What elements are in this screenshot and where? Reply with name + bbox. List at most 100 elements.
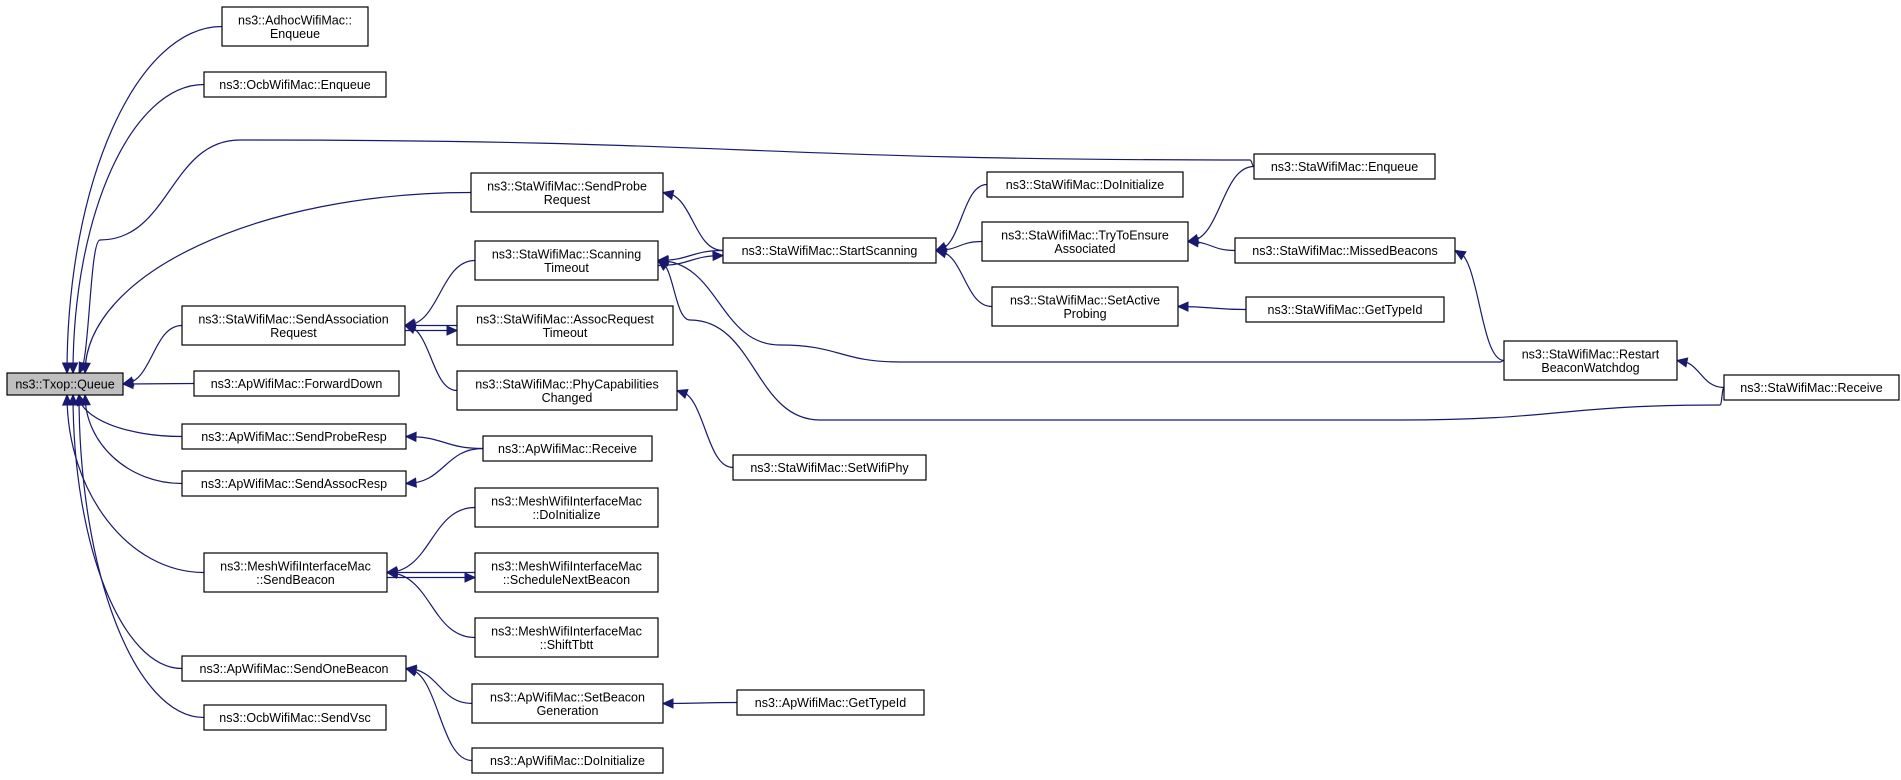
edge-sta_doinit-to-sta_start_scanning [935,183,988,252]
node-label-line: ns3::ApWifiMac::SendProbeResp [201,430,387,444]
node-label-line: ns3::StaWifiMac::GetTypeId [1268,303,1423,317]
node-mesh-shift[interactable]: ns3::MeshWifiInterfaceMac::ShiftTbtt [474,617,659,658]
node-sta-doinit[interactable]: ns3::StaWifiMac::DoInitialize [986,171,1184,198]
node-box [221,6,369,47]
edge-sta_enqueue-to-txop_queue [78,139,1255,374]
node-sta-set-wifi-phy[interactable]: ns3::StaWifiMac::SetWifiPhy [732,454,927,481]
node-box [482,435,653,462]
node-label-line: ns3::MeshWifiInterfaceMac [491,624,642,638]
node-box [193,370,400,397]
node-box [456,305,674,346]
node-sta-missed-beacons[interactable]: ns3::StaWifiMac::MissedBeacons [1234,237,1456,264]
node-label-line: ns3::ApWifiMac::ForwardDown [211,377,383,391]
arrowhead-sta_receive-to-sta_scanning_timeout [657,259,670,272]
node-box [181,423,407,450]
node-label-line: ::ShiftTbtt [540,638,594,652]
node-box [991,286,1179,327]
node-box [1245,296,1445,323]
edge-adhoc_enqueue-to-txop_queue [66,25,223,374]
node-box [736,689,925,716]
edge-ap_receive-to-ap_send_probe_resp [405,435,484,450]
edge-sta_set_wifi_phy-to-sta_phy_cap [676,389,734,469]
node-box [471,683,664,724]
edge-ap_forward_down-to-txop_queue [122,382,195,385]
node-label-line: ns3::StaWifiMac::Receive [1740,381,1882,395]
node-box [181,655,407,682]
node-box [1723,374,1900,401]
node-box [474,487,659,528]
node-label-line: Probing [1063,307,1106,321]
node-ap-gettypeid[interactable]: ns3::ApWifiMac::GetTypeId [736,689,925,716]
node-label-line: ns3::StaWifiMac::MissedBeacons [1252,244,1438,258]
arrowhead-sta_start_scanning-to-sta_send_probe [661,189,675,201]
edge-sta_send_assoc-to-txop_queue [122,324,183,385]
node-adhoc-enqueue[interactable]: ns3::AdhocWifiMac::Enqueue [221,6,369,47]
node-box [1503,340,1678,381]
node-label-line: ::SendBeacon [256,573,335,587]
node-box [471,747,664,774]
node-box [203,704,387,731]
node-label-line: ns3::MeshWifiInterfaceMac [220,559,371,573]
node-label-line: BeaconWatchdog [1541,361,1639,375]
node-ap-send-assoc-resp[interactable]: ns3::ApWifiMac::SendAssocResp [181,470,407,497]
node-box [474,617,659,658]
edges-layer [61,25,1725,762]
node-sta-gettypeid[interactable]: ns3::StaWifiMac::GetTypeId [1245,296,1445,323]
arrowhead-ap_receive-to-ap_send_probe_resp [404,431,417,443]
node-box [1234,237,1456,264]
node-box [986,171,1184,198]
node-label-line: Changed [542,391,593,405]
arrowhead-ap_forward_down-to-txop_queue [121,378,134,390]
node-ap-send-probe-resp[interactable]: ns3::ApWifiMac::SendProbeResp [181,423,407,450]
node-label-line: Timeout [544,261,589,275]
node-label-line: ns3::MeshWifiInterfaceMac [491,559,642,573]
node-box [6,372,124,396]
edge-ap_send_one_beacon-to-txop_queue [72,394,183,670]
node-ap-forward-down[interactable]: ns3::ApWifiMac::ForwardDown [193,370,400,397]
node-ap-receive[interactable]: ns3::ApWifiMac::Receive [482,435,653,462]
node-mesh-schedule[interactable]: ns3::MeshWifiInterfaceMac::ScheduleNextB… [474,552,659,593]
node-sta-enqueue[interactable]: ns3::StaWifiMac::Enqueue [1253,153,1436,180]
edge-ap_gettypeid-to-ap_set_beacon_gen [662,701,738,705]
node-label-line: ns3::OcbWifiMac::SendVsc [219,711,370,725]
edge-sta_send_probe-to-txop_queue [84,191,472,374]
node-label-line: Generation [537,704,599,718]
node-sta-receive[interactable]: ns3::StaWifiMac::Receive [1723,374,1900,401]
node-ap-doinit[interactable]: ns3::ApWifiMac::DoInitialize [471,747,664,774]
node-txop-queue[interactable]: ns3::Txop::Queue [6,372,124,396]
node-box [203,552,388,593]
arrowhead-sta_phy_cap-to-sta_send_assoc [403,324,417,334]
edge-ocb_send_vsc-to-txop_queue [78,394,205,719]
node-label-line: ns3::ApWifiMac::Receive [498,442,637,456]
node-label-line: ns3::ApWifiMac::SetBeacon [490,690,645,704]
arrowhead-mesh_shift-to-mesh_send_beacon [385,568,399,580]
arrowhead-sta_send_assoc-to-sta_assoc_timeout [446,325,459,336]
node-label-line: ns3::StaWifiMac::AssocRequest [476,312,654,326]
edge-sta_receive-to-sta_scanning_timeout [657,259,1725,421]
node-mesh-send-beacon[interactable]: ns3::MeshWifiInterfaceMac::SendBeacon [203,552,388,593]
node-label-line: Enqueue [270,27,320,41]
node-label-line: ns3::StaWifiMac::StartScanning [742,244,918,258]
node-label-line: ns3::StaWifiMac::DoInitialize [1006,178,1164,192]
node-box [474,240,659,281]
node-label-line: ns3::StaWifiMac::Enqueue [1271,160,1418,174]
node-label-line: ns3::StaWifiMac::SendAssociation [198,312,388,326]
node-ocb-send-vsc[interactable]: ns3::OcbWifiMac::SendVsc [203,704,387,731]
node-label-line: ns3::StaWifiMac::TryToEnsure [1001,228,1169,242]
node-ocb-enqueue[interactable]: ns3::OcbWifiMac::Enqueue [203,71,387,98]
node-mesh-doinit[interactable]: ns3::MeshWifiInterfaceMac::DoInitialize [474,487,659,528]
edge-ocb_enqueue-to-txop_queue [72,83,205,374]
edge-ap_send_probe_resp-to-txop_queue [78,394,183,438]
node-ap-send-one-beacon[interactable]: ns3::ApWifiMac::SendOneBeacon [181,655,407,682]
node-label-line: ns3::ApWifiMac::SendOneBeacon [200,662,389,676]
node-sta-start-scanning[interactable]: ns3::StaWifiMac::StartScanning [722,237,937,264]
